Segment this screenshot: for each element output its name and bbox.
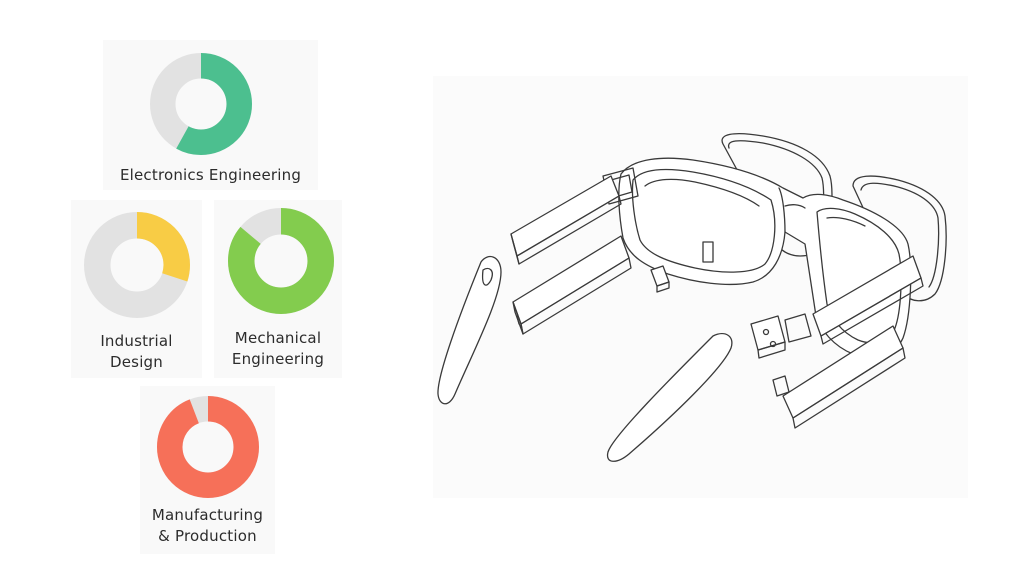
donut-chart-electronics: [150, 53, 252, 155]
donut-value-arc: [157, 396, 259, 498]
rear-lens-pad-right: [852, 175, 947, 302]
product-drawing-panel: [433, 76, 968, 498]
discipline-label-manufacturing: Manufacturing & Production: [144, 505, 271, 547]
smart-glasses-exploded-drawing: [437, 133, 947, 462]
right-battery-module-lower: [772, 325, 906, 429]
right-battery-module-upper: [812, 255, 924, 345]
discipline-label-industrial: Industrial Design: [75, 331, 198, 373]
discipline-label-line: Industrial: [100, 332, 173, 350]
discipline-label-line: Electronics Engineering: [119, 166, 302, 184]
donut-chart-manufacturing: [157, 396, 259, 498]
discipline-label-line: Engineering: [231, 350, 325, 368]
right-temple-hinge: [750, 313, 812, 359]
right-temple-tip: [606, 333, 733, 462]
donut-chart-mechanical: [228, 208, 334, 314]
discipline-label-line: Manufacturing: [151, 506, 264, 524]
left-battery-module-lower: [512, 235, 632, 335]
donut-value-arc: [150, 53, 252, 155]
donut-chart-industrial: [84, 212, 190, 318]
donut-value-arc: [228, 208, 334, 314]
discipline-label-line: Design: [110, 353, 163, 371]
discipline-label-line: Mechanical: [234, 329, 322, 347]
discipline-label-electronics: Electronics Engineering: [105, 165, 316, 186]
left-battery-module-upper: [510, 175, 622, 265]
donut-value-arc: [84, 212, 190, 318]
discipline-label-line: & Production: [158, 527, 257, 545]
small-chip-component: [650, 265, 670, 293]
discipline-label-mechanical: Mechanical Engineering: [218, 328, 338, 370]
left-temple-tip: [437, 255, 502, 405]
